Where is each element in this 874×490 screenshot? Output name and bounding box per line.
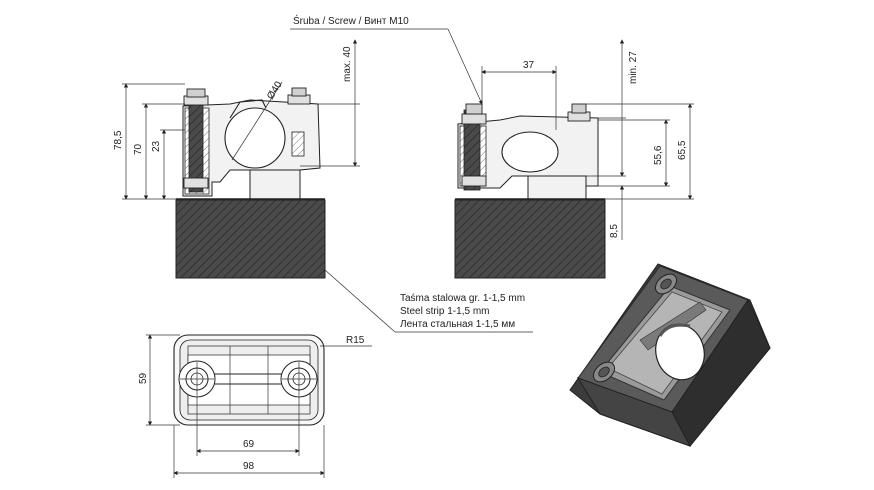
dim-59: 59 <box>138 372 149 384</box>
dim-69: 69 <box>243 439 255 450</box>
side-view-left: 78,5 70 23 Ø40 max. 40 <box>113 39 360 279</box>
dim-37: 37 <box>523 60 535 71</box>
dim-r15: R15 <box>346 335 365 346</box>
dim-65-5: 65,5 <box>677 140 688 160</box>
pipe-section-left <box>224 107 286 169</box>
note-strip-pl: Taśma stalowa gr. 1-1,5 mm <box>400 293 525 304</box>
note-strip-ru: Лента стальная 1-1,5 мм <box>400 319 515 330</box>
dim-min27: min. 27 <box>628 51 639 84</box>
dim-55-6: 55,6 <box>653 145 664 165</box>
rubber-base-left <box>175 199 326 279</box>
product-3d-render <box>569 263 771 447</box>
dim-8-5: 8,5 <box>609 224 620 238</box>
dim-78-5: 78,5 <box>113 130 124 150</box>
note-strip-en: Steel strip 1-1,5 mm <box>400 306 489 317</box>
top-view: R15 59 69 98 <box>138 334 372 478</box>
side-view-right: 37 min. 27 55,6 65,5 8,5 <box>454 39 694 279</box>
dim-98: 98 <box>243 461 255 472</box>
dim-23: 23 <box>151 140 162 152</box>
pipe-section-right <box>501 131 559 173</box>
note-screw: Śruba / Screw / Винт M10 <box>293 14 409 27</box>
dim-70: 70 <box>133 143 144 155</box>
dim-max40: max. 40 <box>342 46 353 82</box>
rubber-base-right <box>454 199 606 279</box>
